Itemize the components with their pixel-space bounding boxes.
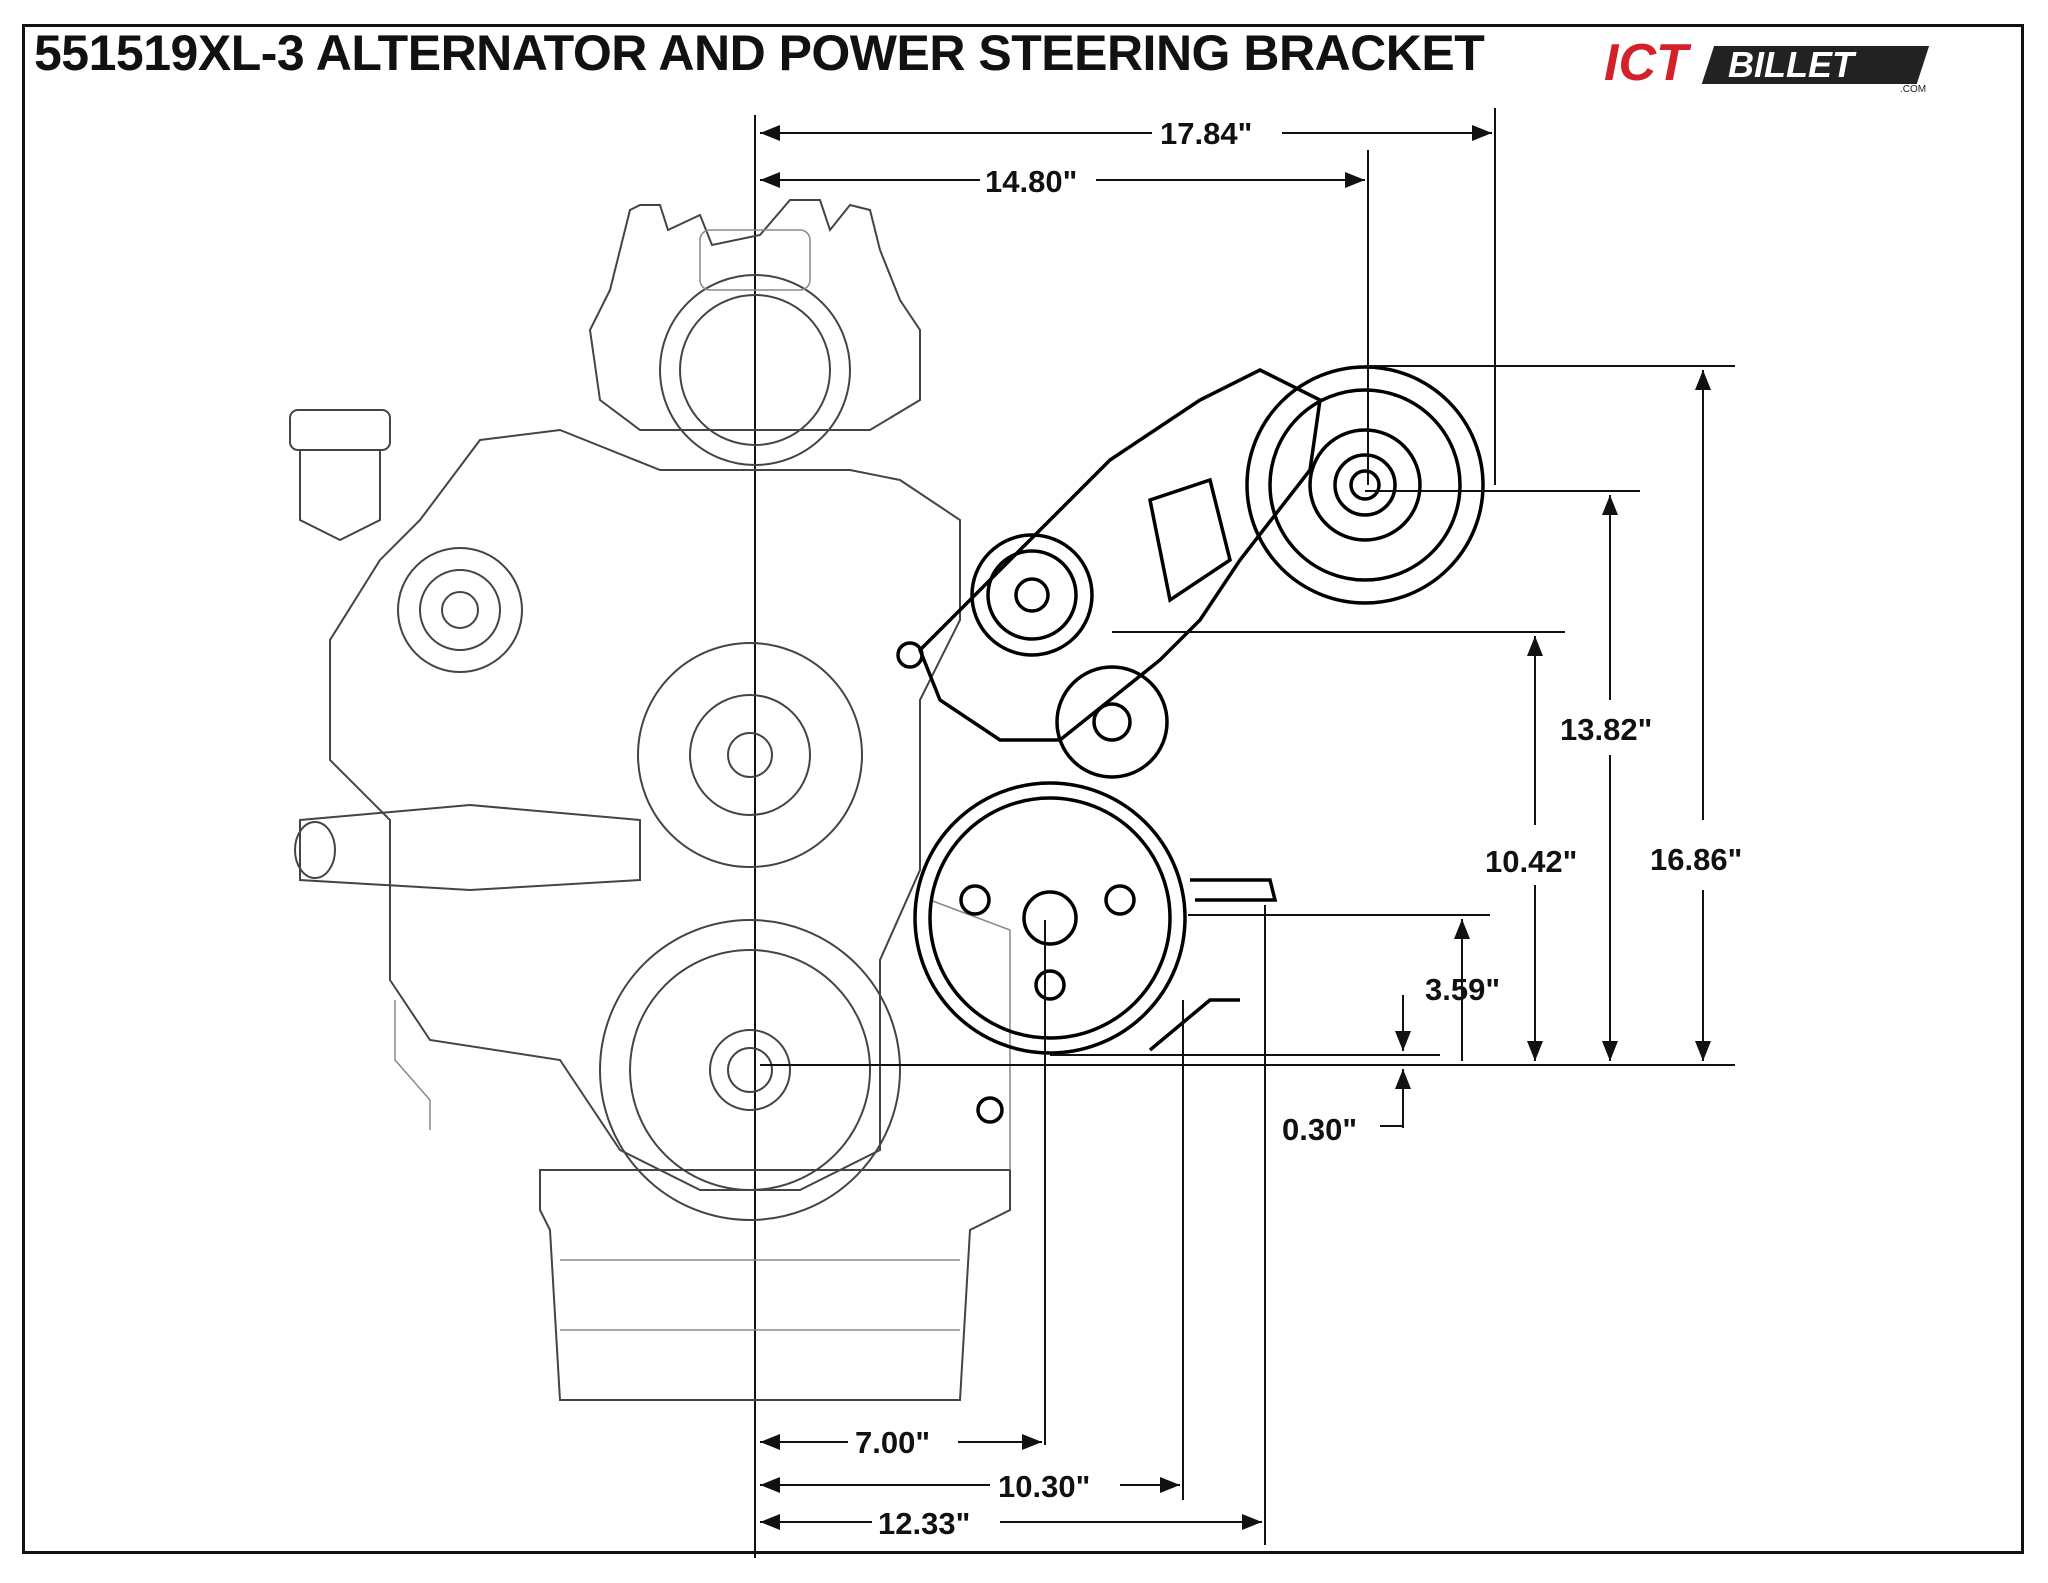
- ict-billet-logo: ICT BILLET .COM: [1604, 34, 1930, 94]
- dim-0-30: 0.30": [1282, 1112, 1357, 1147]
- dim-16-86: 16.86": [1650, 842, 1742, 877]
- logo-billet-bar: [1701, 46, 1930, 84]
- dim-3-59: 3.59": [1425, 972, 1500, 1007]
- dim-12-33: 12.33": [878, 1506, 970, 1541]
- logo-billet-text: BILLET: [1728, 44, 1857, 85]
- dimension-labels: 17.84" 14.80" 13.82" 10.42" 16.86" 3.59"…: [855, 116, 1742, 1541]
- smooth-idler-pulley: [1055, 665, 1169, 779]
- dim-7-00: 7.00": [855, 1425, 930, 1460]
- dim-17-84: 17.84": [1160, 116, 1252, 151]
- alternator: [1245, 365, 1485, 605]
- logo-ict-text: ICT: [1604, 34, 1692, 92]
- drawing-frame: [22, 24, 2024, 1554]
- dim-10-30: 10.30": [998, 1469, 1090, 1504]
- dim-10-42: 10.42": [1485, 844, 1577, 879]
- dim-13-82: 13.82": [1560, 712, 1652, 747]
- grooved-idler-pulley: [970, 533, 1094, 657]
- power-steering-pulley: [913, 781, 1187, 1055]
- bracket-assembly: [896, 365, 1485, 1124]
- dimension-lines: [760, 108, 1735, 1545]
- logo-com-text: .COM: [1900, 84, 1926, 94]
- dim-14-80: 14.80": [985, 164, 1077, 199]
- page-title: 551519XL-3 ALTERNATOR AND POWER STEERING…: [34, 25, 1485, 81]
- engine-outline: [289, 115, 1011, 1558]
